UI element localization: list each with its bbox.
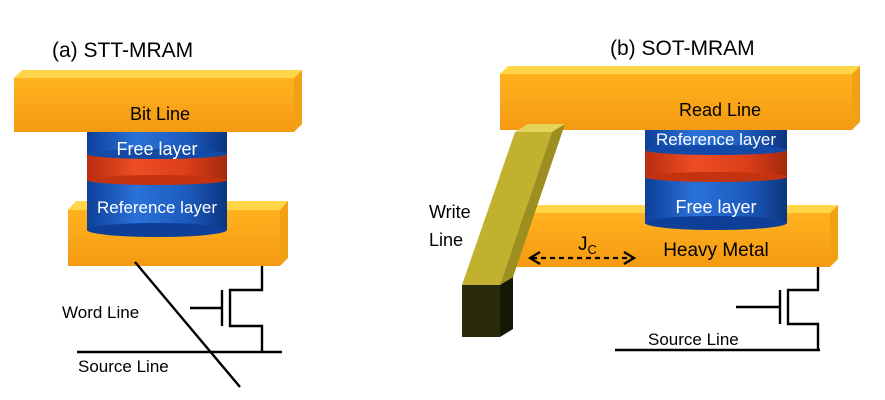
current-arrow [527,251,637,265]
read-line-electrode [500,66,860,130]
bit-line-electrode [14,70,302,132]
bit-line-label: Bit Line [130,104,190,124]
panel-b-title: (b) SOT-MRAM [610,37,755,60]
access-transistor-a [77,261,282,388]
write-line-label-2: Line [429,230,463,250]
reference-layer-label-a: Reference layer [97,198,217,217]
panel-a-title: (a) STT-MRAM [52,39,193,62]
current-density-label: JC [578,234,597,257]
reference-layer-label-b: Reference layer [656,130,776,149]
word-line-wire [134,261,241,388]
word-line-label: Word Line [62,303,139,322]
write-line-bar [462,124,565,337]
heavy-metal-label: Heavy Metal [663,240,769,261]
panel-stt-mram: (a) STT-MRAM Bit Line Free layer Referen… [14,39,302,388]
free-layer-label-b: Free layer [675,197,756,217]
write-line-label-1: Write [429,202,471,222]
mtj-stack-a [87,124,227,237]
source-line-label-a: Source Line [78,357,169,376]
panel-sot-mram: (b) SOT-MRAM [429,37,860,352]
free-layer-b [645,175,787,223]
source-line-label-b: Source Line [648,330,739,349]
free-layer-label-a: Free layer [116,139,197,159]
access-transistor-b [615,267,820,352]
read-line-label: Read Line [679,100,761,120]
reference-layer-a [87,178,227,230]
